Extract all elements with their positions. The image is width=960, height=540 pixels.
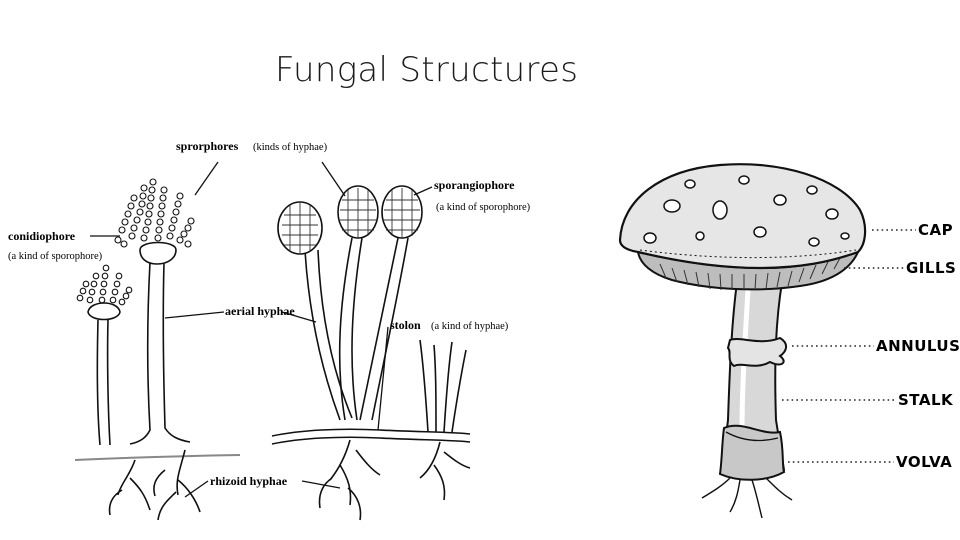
label-stolon: stolon [390, 318, 421, 332]
mushroom-annulus [728, 338, 786, 366]
label-sporangiophore: sporangiophore [434, 178, 515, 192]
label-rhizoid-hyphae: rhizoid hyphae [210, 474, 288, 488]
conidia-spores-small [77, 265, 132, 305]
sporangiophore-structure [272, 238, 470, 520]
label-stolon-note: (a kind of hyphae) [431, 321, 509, 332]
label-stalk: STALK [898, 391, 954, 409]
label-sporangiophore-note: (a kind of sporophore) [436, 202, 531, 213]
label-volva: VOLVA [896, 453, 952, 471]
label-annulus: ANNULUS [876, 337, 960, 355]
label-sporophores-note: (kinds of hyphae) [253, 142, 328, 153]
mushroom-illustration [620, 164, 865, 518]
label-aerial-hyphae: aerial hyphae [225, 304, 295, 318]
conidia-spores-large [115, 179, 194, 247]
label-conidiophore: conidiophore [8, 229, 76, 243]
label-conidiophore-note: (a kind of sporophore) [8, 251, 103, 262]
label-gills: GILLS [906, 259, 956, 277]
label-sporophores: sprorphores [176, 139, 239, 153]
label-cap: CAP [918, 221, 953, 239]
